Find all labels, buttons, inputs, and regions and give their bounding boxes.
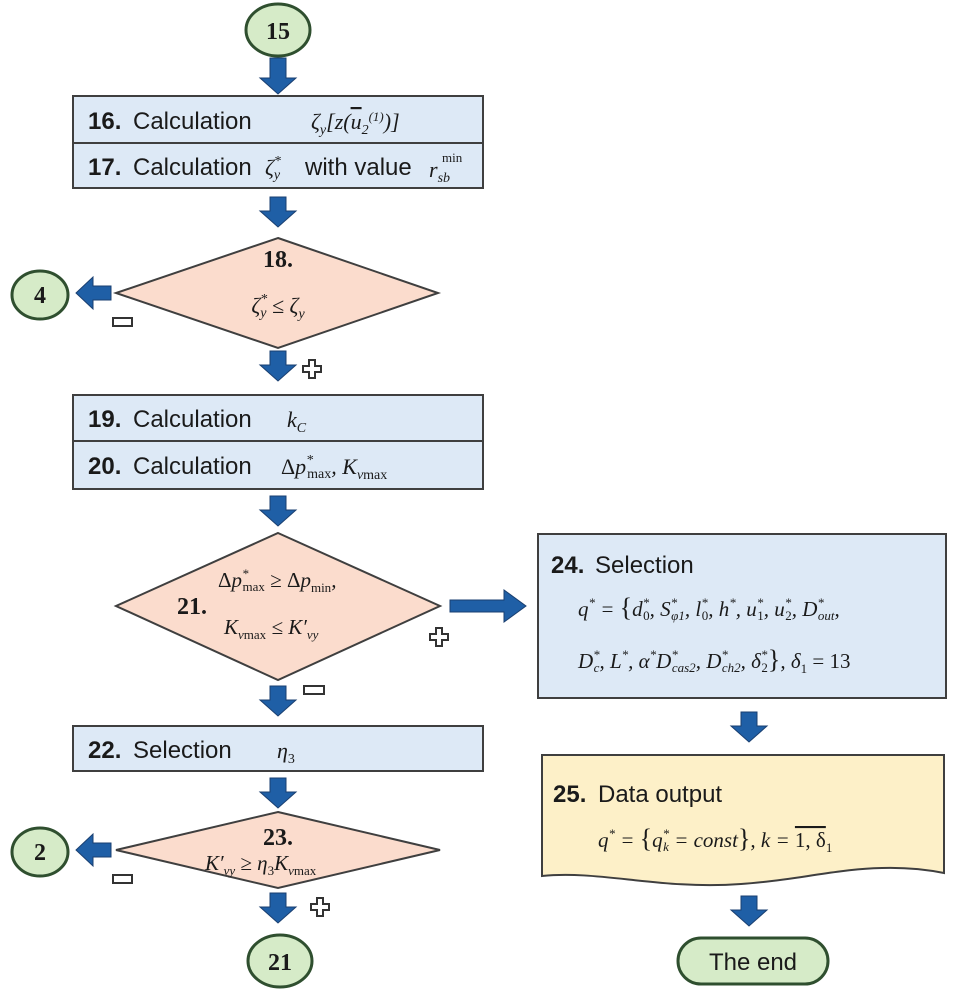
step-16-formula: ζy[z(u2(1))] bbox=[311, 109, 400, 138]
arrow-down-icon bbox=[729, 711, 769, 743]
connector-21-label: 21 bbox=[268, 950, 292, 976]
end-terminal-label: The end bbox=[709, 949, 797, 976]
arrow-down-icon bbox=[258, 350, 298, 382]
step-17-formula: ζ*y bbox=[265, 154, 281, 183]
step-22-number: 22. bbox=[88, 737, 121, 764]
arrow-down-icon bbox=[258, 495, 298, 527]
step-19-number: 19. bbox=[88, 406, 121, 433]
decision-18: 18. ζ*y ≤ ζy bbox=[112, 236, 442, 350]
decision-21: 21. Δp*max ≥ Δpmin, Kvmax ≤ K′vy bbox=[113, 531, 443, 682]
step-25-number: 25. bbox=[553, 781, 586, 808]
step-16-number: 16. bbox=[88, 108, 121, 135]
connector-2-label: 2 bbox=[34, 840, 46, 866]
step-19-label: Calculation bbox=[133, 406, 252, 433]
arrow-down-icon bbox=[258, 57, 298, 95]
plus-icon bbox=[302, 359, 322, 379]
step-24-formula-2: D*c, L*, α*D*cas2, D*ch2, δ*2}, δ1 = 13 bbox=[577, 645, 851, 676]
connector-15-label: 15 bbox=[266, 19, 290, 45]
decision-21-condition-2: Kvmax ≤ K′vy bbox=[223, 615, 319, 642]
arrow-down-icon bbox=[258, 196, 298, 228]
step-20-formula: Δp*max, Kvmax bbox=[281, 453, 387, 483]
step-17-suffix: with value bbox=[304, 154, 412, 181]
step-17: 17. Calculation ζ*y with value rsbmin bbox=[72, 142, 484, 189]
minus-icon bbox=[112, 317, 133, 327]
step-25-label: Data output bbox=[598, 781, 722, 808]
step-22: 22. Selection η3 bbox=[72, 725, 484, 772]
step-22-label: Selection bbox=[133, 737, 232, 764]
plus-icon bbox=[310, 897, 330, 917]
arrow-down-icon bbox=[729, 895, 769, 927]
connector-4-label: 4 bbox=[34, 283, 46, 309]
arrow-right-icon bbox=[449, 589, 527, 623]
step-20: 20. Calculation Δp*max, Kvmax bbox=[72, 440, 484, 490]
end-terminal: The end bbox=[676, 936, 830, 986]
decision-18-condition: ζ*y ≤ ζy bbox=[251, 292, 305, 322]
step-24-formula-1: q* = {d*0, S*φ1, l*0, h*, u*1, u*2, D*ou… bbox=[578, 593, 840, 623]
step-17-label: Calculation bbox=[133, 154, 252, 181]
connector-2: 2 bbox=[10, 826, 70, 878]
minus-icon bbox=[303, 685, 325, 695]
step-20-number: 20. bbox=[88, 453, 121, 480]
step-19: 19. Calculation kC bbox=[72, 394, 484, 442]
decision-23-number: 23. bbox=[263, 825, 293, 851]
connector-15: 15 bbox=[244, 2, 312, 58]
arrow-left-icon bbox=[75, 275, 112, 311]
step-25: 25. Data output q* = {q*k = const}, k = … bbox=[541, 754, 945, 887]
step-16-label: Calculation bbox=[133, 108, 252, 135]
decision-21-condition-1: Δp*max ≥ Δpmin, bbox=[218, 566, 336, 595]
decision-21-number: 21. bbox=[177, 594, 207, 620]
minus-icon bbox=[112, 874, 133, 884]
arrow-down-icon bbox=[258, 685, 298, 717]
step-16: 16. Calculation ζy[z(u2(1))] bbox=[72, 95, 484, 144]
arrow-down-icon bbox=[258, 777, 298, 809]
step-20-label: Calculation bbox=[133, 453, 252, 480]
step-25-formula: q* = {q*k = const}, k = 1, δ1 bbox=[598, 824, 832, 855]
connector-4: 4 bbox=[10, 269, 70, 321]
decision-18-number: 18. bbox=[263, 247, 293, 273]
step-24: 24. Selection q* = {d*0, S*φ1, l*0, h*, … bbox=[537, 533, 947, 699]
step-24-number: 24. bbox=[551, 552, 584, 579]
decision-23: 23. K′vy ≥ η3Kvmax bbox=[115, 810, 441, 890]
plus-icon bbox=[429, 627, 449, 647]
arrow-down-icon bbox=[258, 892, 298, 924]
arrow-left-icon bbox=[75, 832, 112, 868]
step-17-number: 17. bbox=[88, 154, 121, 181]
connector-21: 21 bbox=[246, 933, 314, 989]
step-24-label: Selection bbox=[595, 552, 694, 579]
